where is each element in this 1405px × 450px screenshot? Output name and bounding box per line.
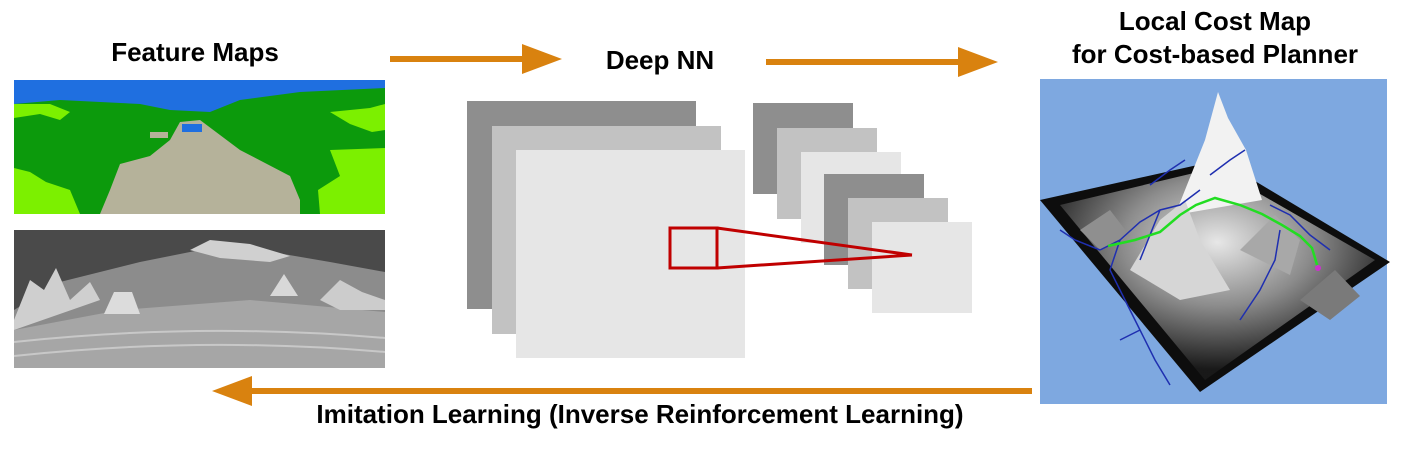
imitation-learning-label: Imitation Learning (Inverse Reinforcemen… [316,399,964,429]
heightmap-feature-map [13,230,386,368]
goal-marker [1315,265,1321,271]
cost-map-title: Local Cost Map for Cost-based Planner [1030,5,1400,71]
convolution-kernel [668,226,913,270]
local-cost-map [1040,79,1390,404]
cost-map-title-line2: for Cost-based Planner [1071,39,1359,69]
planner-search-tree [1059,149,1331,386]
arrow-feedback [212,376,1032,406]
planned-path [1107,196,1320,269]
semantic-feature-map [14,80,385,214]
cost-map-title-line1: Local Cost Map [1118,6,1312,36]
nn-hidden-layers [753,103,972,313]
arrow-features-to-nn [390,44,562,74]
nn-input-layers [467,101,745,358]
arrow-nn-to-costmap [766,47,998,77]
deep-nn-title: Deep NN [605,45,715,75]
feature-maps-title: Feature Maps [111,37,279,67]
